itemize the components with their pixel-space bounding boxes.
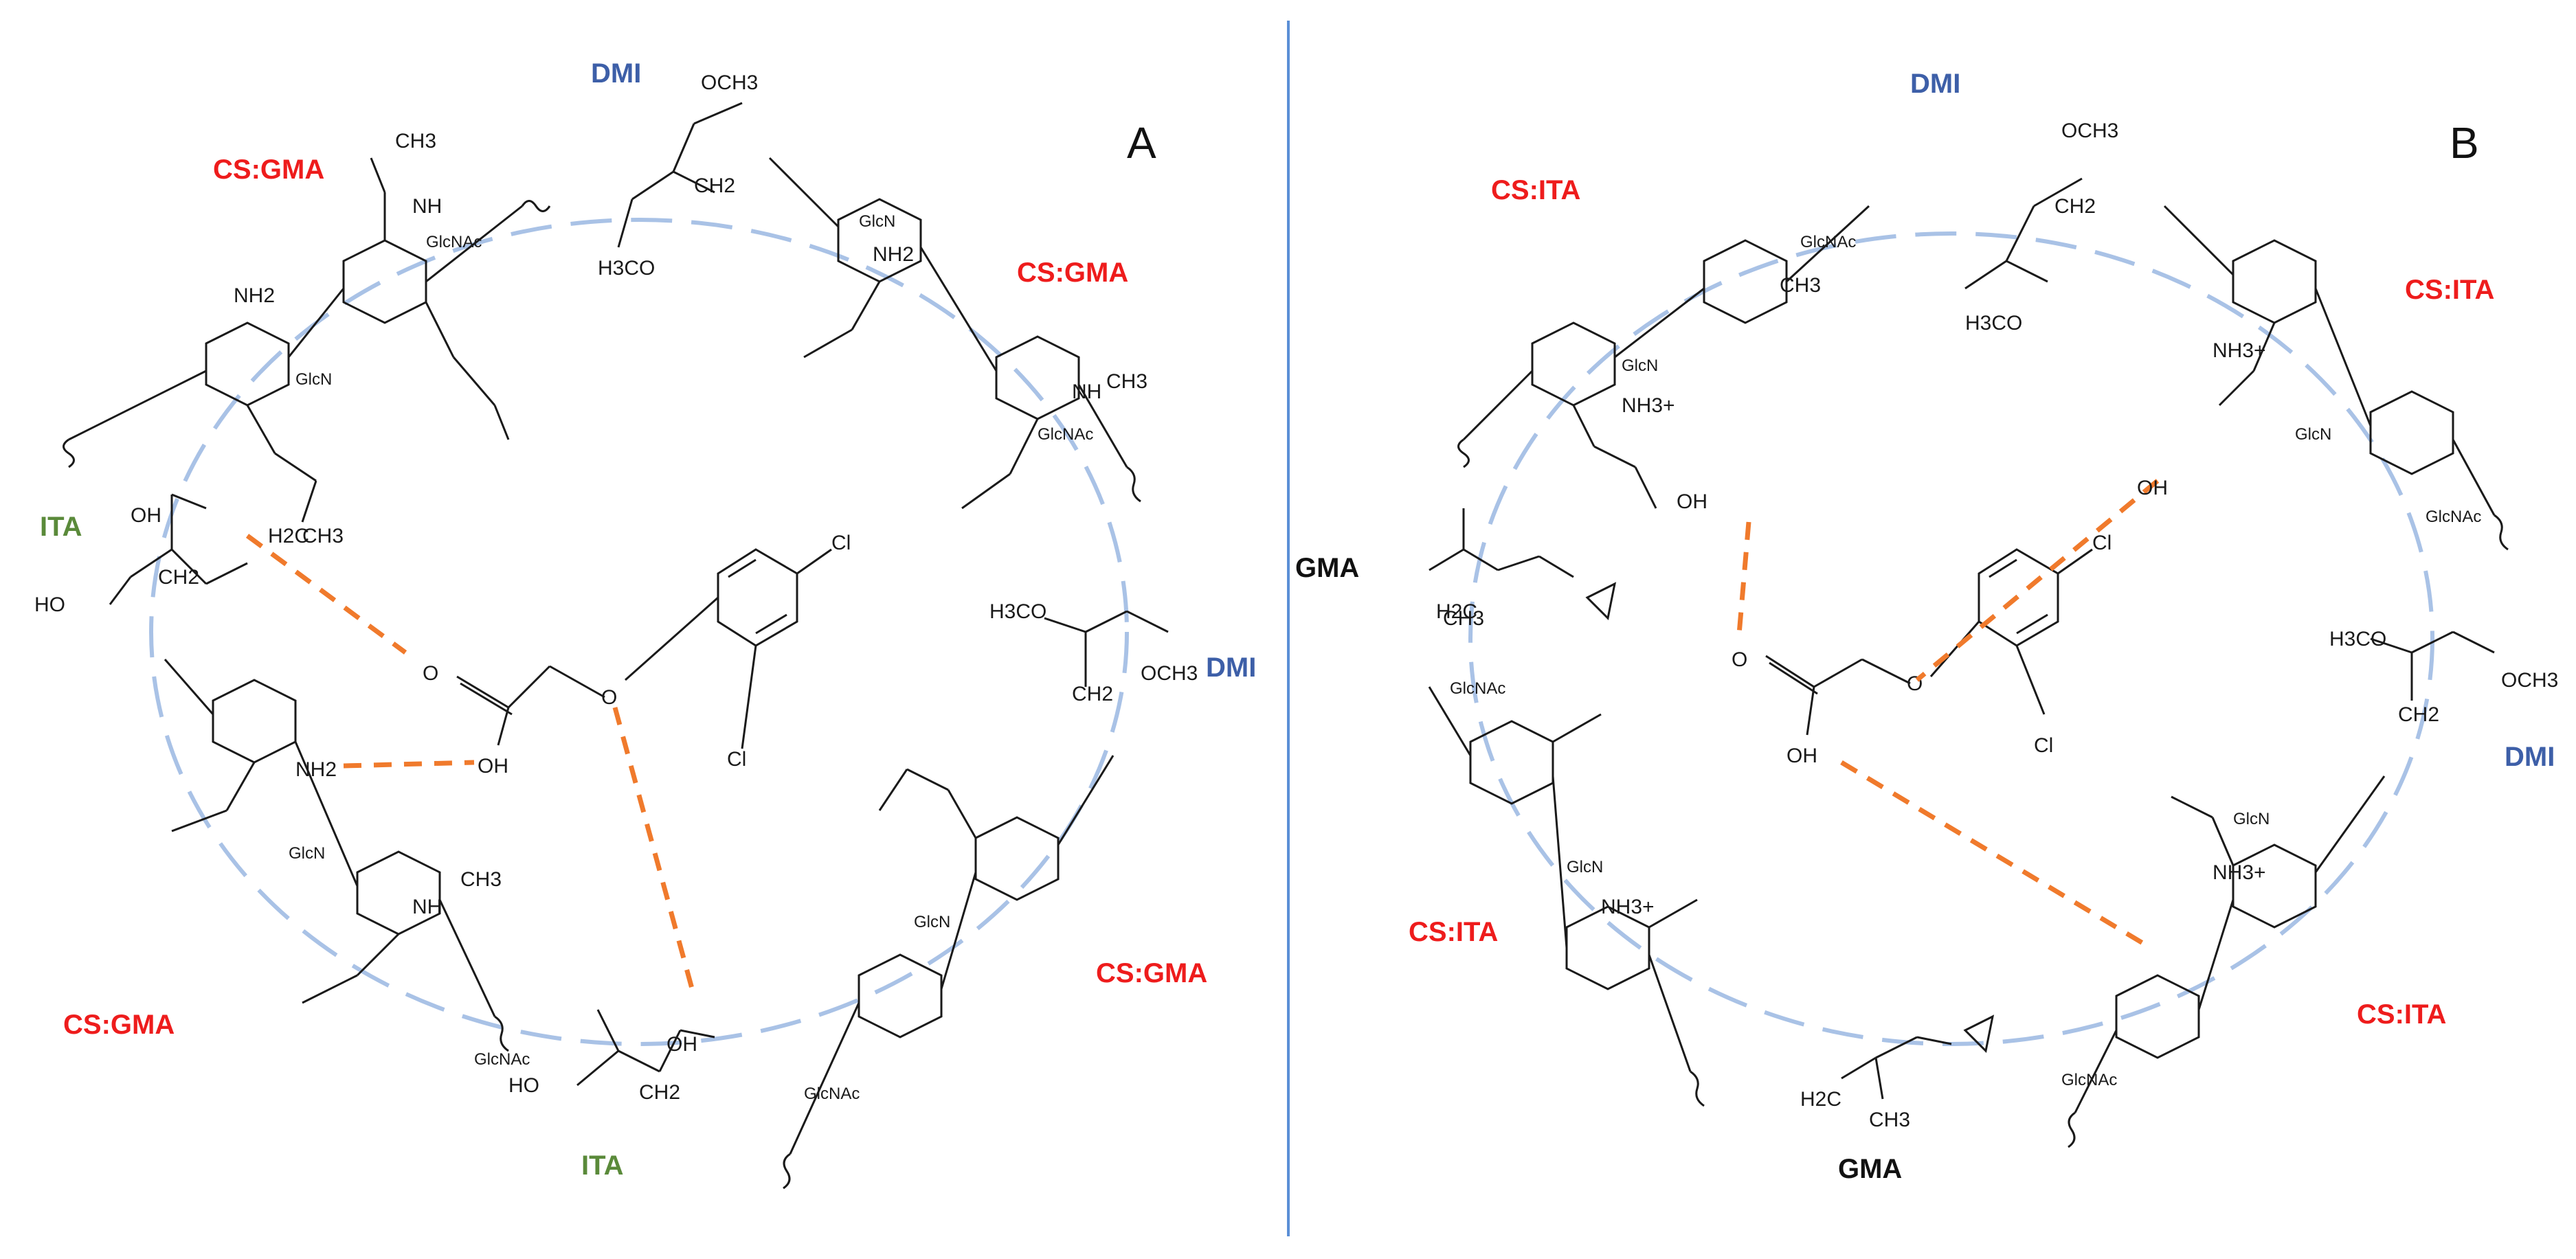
panel-a-glcnac-label-3: GlcNAc bbox=[474, 1050, 530, 1069]
panel-a-ita-oh: OH bbox=[131, 504, 161, 527]
panel-b-oh: OH bbox=[1787, 745, 1817, 767]
panel-a-label-ita-bottom: ITA bbox=[581, 1150, 623, 1181]
panel-b-o-carbonyl: O bbox=[1732, 648, 1747, 671]
panel-a-dmi-ch2: CH2 bbox=[694, 174, 735, 197]
panel-b-cl-2: Cl bbox=[2034, 734, 2053, 757]
panel-a-o-carbonyl: O bbox=[423, 662, 438, 685]
panel-a-nh2-label: NH2 bbox=[234, 284, 275, 307]
panel-b-glcn-label-4: GlcN bbox=[2233, 810, 2270, 828]
panel-b-glcnac-label-2: GlcNAc bbox=[2426, 508, 2481, 526]
panel-b-dmi-ch2: CH2 bbox=[2054, 195, 2096, 218]
panel-b-interactions bbox=[1736, 479, 2160, 951]
panel-b-glcn-label-3: GlcN bbox=[1567, 858, 1603, 876]
panel-a-ch3-label-2: CH3 bbox=[1106, 370, 1147, 393]
panel-b-gma-h2c: H2C bbox=[1436, 600, 1477, 623]
panel-b-label-csita-topleft: CS:ITA bbox=[1491, 175, 1580, 205]
panel-b-gma-b-h2c: H2C bbox=[1800, 1088, 1841, 1111]
panel-a-label-csgma-topright: CS:GMA bbox=[1017, 258, 1128, 288]
panel-a-dmi-h3co: H3CO bbox=[598, 257, 655, 280]
panel-a-glcnac-label: GlcNAc bbox=[1038, 425, 1093, 444]
panel-a-gma-ch3: CH3 bbox=[302, 525, 344, 547]
panel-b-dmi-r-ch2: CH2 bbox=[2398, 703, 2439, 726]
panel-b-gma-b-ch3: CH3 bbox=[1869, 1109, 1910, 1131]
panel-a-ita-b-ch2: CH2 bbox=[639, 1081, 680, 1104]
panel-a-chitosan-chains bbox=[63, 102, 1169, 1190]
panel-b-label-dmi-top: DMI bbox=[1910, 69, 1960, 99]
panel-a-glcn-label: GlcN bbox=[859, 212, 895, 231]
panel-b-chitosan-chains bbox=[1428, 177, 2509, 1148]
panel-a-glcn-label-4: GlcN bbox=[914, 913, 950, 931]
panel-a-nh-label-2: NH bbox=[1072, 381, 1101, 403]
panel-b-glcn-label-2: GlcN bbox=[2295, 425, 2331, 444]
panel-b-central-molecule bbox=[1765, 548, 2093, 736]
panel-a-central-molecule bbox=[456, 548, 832, 749]
panel-a-oh: OH bbox=[478, 755, 508, 778]
panel-a-nh-label: NH bbox=[412, 195, 442, 218]
panel-a-nh2-label-2: NH2 bbox=[295, 758, 337, 781]
panel-a-o-ether: O bbox=[601, 686, 617, 709]
panel-a-ring bbox=[149, 218, 1129, 1046]
panel-a-dmi-r-ch2: CH2 bbox=[1072, 683, 1113, 705]
panel-a-interactions bbox=[245, 534, 697, 997]
panel-a-label-csgma-topleft: CS:GMA bbox=[213, 155, 324, 185]
panel-b-nh3-label-3: NH3+ bbox=[1601, 896, 1655, 918]
panel-b-dmi-r-och3: OCH3 bbox=[2501, 669, 2558, 692]
panel-a-glcn-label-3: GlcN bbox=[289, 844, 325, 863]
panel-b-glcnac-label-3: GlcNAc bbox=[1450, 679, 1505, 698]
panel-b-ita-oh-2: OH bbox=[2137, 477, 2168, 499]
panel-b-dmi-r-h3co: H3CO bbox=[2329, 628, 2386, 650]
panel-b-nh3-label-2: NH3+ bbox=[2213, 339, 2266, 362]
panel-b-cl-1: Cl bbox=[2092, 532, 2112, 554]
panel-a-glcn-label-2: GlcN bbox=[295, 370, 332, 389]
panel-b-dmi-h3co: H3CO bbox=[1965, 312, 2022, 334]
panel-b-nh3-label-4: NH3+ bbox=[2213, 861, 2266, 884]
panel-b-glcn-label: GlcN bbox=[1622, 356, 1658, 375]
panel-a-ita-ch2: CH2 bbox=[158, 566, 199, 589]
panel-a-glcnac-label-2: GlcNAc bbox=[426, 233, 482, 251]
panel-a-label-csgma-bottomright: CS:GMA bbox=[1096, 958, 1207, 988]
panel-b-ita-oh: OH bbox=[1677, 490, 1707, 513]
panel-a-letter: A bbox=[1127, 118, 1156, 168]
panel-a-label-dmi-right: DMI bbox=[1206, 653, 1256, 683]
panel-a-ch3-label: CH3 bbox=[395, 130, 436, 152]
panel-b-label-csita-bottomright: CS:ITA bbox=[2357, 999, 2446, 1030]
panel-a-ita-b-oh: OH bbox=[667, 1033, 697, 1056]
panel-b-label-dmi-right: DMI bbox=[2505, 742, 2555, 772]
panel-a-cl-1: Cl bbox=[831, 532, 851, 554]
panel-a-nh-label-3: NH bbox=[412, 896, 442, 918]
panel-b-label-gma-left: GMA bbox=[1295, 553, 1359, 583]
panel-a-ch3-label-3: CH3 bbox=[460, 868, 502, 891]
panel-b-nh3-label: NH3+ bbox=[1622, 394, 1675, 417]
panel-a: A Cl Cl O O OH bbox=[34, 58, 1256, 1190]
panel-a-dmi-och3: OCH3 bbox=[701, 71, 758, 94]
panel-b-label-gma-bottom: GMA bbox=[1838, 1154, 1902, 1184]
panel-a-dmi-r-och3: OCH3 bbox=[1141, 662, 1198, 685]
panel-b-atom-labels: GlcN GlcNAc GlcN GlcNAc GlcNAc GlcN GlcN… bbox=[1436, 120, 2558, 1131]
panel-a-nh2-label-3: NH2 bbox=[873, 243, 914, 266]
panel-a-glcnac-label-4: GlcNAc bbox=[804, 1085, 860, 1103]
panel-a-dmi-r-h3co: H3CO bbox=[989, 600, 1046, 623]
panel-a-cl-2: Cl bbox=[727, 748, 746, 771]
panel-a-label-csgma-bottomleft: CS:GMA bbox=[63, 1010, 175, 1040]
panel-b-glcnac-label-4: GlcNAc bbox=[2061, 1071, 2117, 1089]
panel-b-gma-ch3: CH3 bbox=[1443, 607, 1484, 630]
panel-a-ita-ho: HO bbox=[34, 593, 65, 616]
panel-b-label-csita-topright: CS:ITA bbox=[2405, 275, 2494, 305]
panel-a-label-dmi-top: DMI bbox=[591, 58, 641, 89]
panel-b-ch3-label: CH3 bbox=[1780, 274, 1821, 297]
panel-a-gma-h2c: H2C bbox=[268, 525, 309, 547]
panel-a-ita-b-ho: HO bbox=[508, 1074, 539, 1097]
panel-a-atom-labels: GlcN GlcNAc GlcNAc GlcN GlcN GlcNAc GlcN… bbox=[34, 71, 1198, 1104]
panel-b-dmi-och3: OCH3 bbox=[2061, 120, 2118, 142]
panel-b-label-csita-bottomleft: CS:ITA bbox=[1409, 917, 1498, 947]
panel-b-glcnac-label: GlcNAc bbox=[1800, 233, 1856, 251]
panel-b-letter: B bbox=[2450, 118, 2479, 168]
panel-a-label-ita-left: ITA bbox=[40, 512, 82, 542]
panel-b: B Cl Cl O O OH bbox=[1295, 69, 2558, 1184]
